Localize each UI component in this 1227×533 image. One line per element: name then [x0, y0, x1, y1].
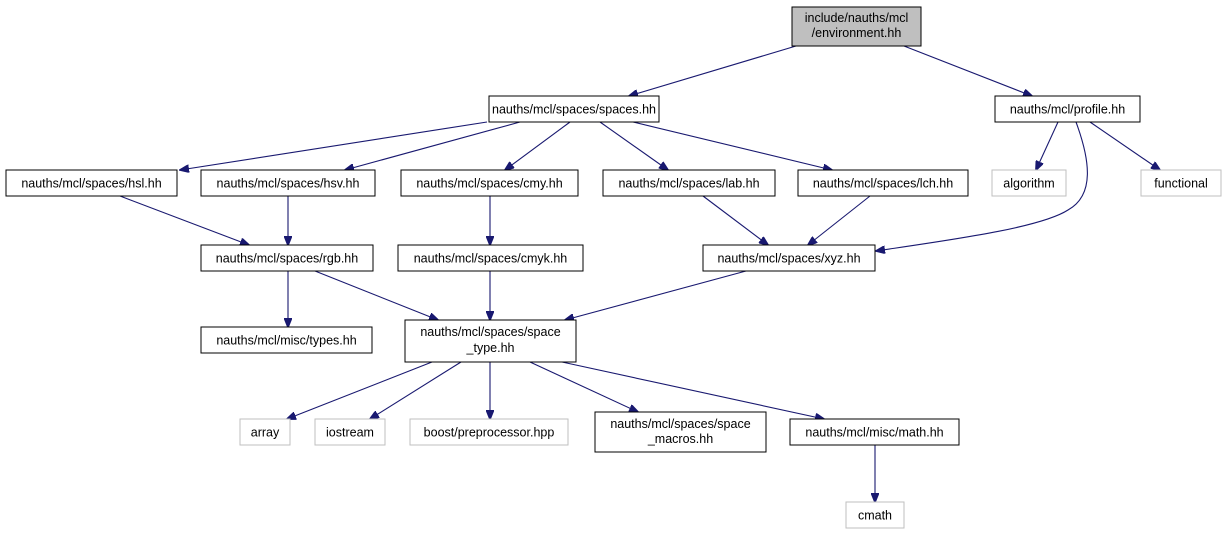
- node-boost-preprocessor[interactable]: boost/preprocessor.hpp: [409, 418, 569, 446]
- node-types-label: nauths/mcl/misc/types.hh: [216, 334, 356, 348]
- edge-lch-to-xyz: [808, 195, 871, 245]
- edge-hsl-to-rgb: [119, 195, 249, 245]
- node-cmath[interactable]: cmath: [845, 501, 905, 529]
- edge-xyz-to-spacetype: [565, 270, 747, 320]
- node-algorithm[interactable]: algorithm: [991, 169, 1067, 197]
- node-cmy-label: nauths/mcl/spaces/cmy.hh: [416, 177, 562, 191]
- node-functional-label: functional: [1154, 177, 1208, 191]
- edge-lab-to-xyz: [702, 195, 768, 245]
- node-cmyk-label: nauths/mcl/spaces/cmyk.hh: [414, 252, 568, 266]
- node-hsv-label: nauths/mcl/spaces/hsv.hh: [217, 177, 360, 191]
- node-profile-label: nauths/mcl/profile.hh: [1010, 103, 1125, 117]
- dependency-edges: [119, 45, 1160, 502]
- edge-spaces-to-hsl: [180, 121, 488, 170]
- edge-root-to-spaces: [629, 45, 797, 96]
- node-rgb[interactable]: nauths/mcl/spaces/rgb.hh: [200, 244, 374, 272]
- edge-profile-to-functional: [1089, 121, 1160, 170]
- node-hsv[interactable]: nauths/mcl/spaces/hsv.hh: [200, 169, 376, 197]
- node-spaces[interactable]: nauths/mcl/spaces/spaces.hh: [488, 95, 660, 123]
- node-types[interactable]: nauths/mcl/misc/types.hh: [200, 326, 373, 354]
- node-cmath-label: cmath: [858, 509, 892, 523]
- node-spaces-label: nauths/mcl/spaces/spaces.hh: [492, 103, 656, 117]
- node-hsl-label: nauths/mcl/spaces/hsl.hh: [21, 177, 161, 191]
- node-lch[interactable]: nauths/mcl/spaces/lch.hh: [797, 169, 969, 197]
- dependency-nodes: include/nauths/mcl /environment.hh nauth…: [5, 6, 1222, 529]
- node-math[interactable]: nauths/mcl/misc/math.hh: [789, 418, 960, 446]
- node-rgb-label: nauths/mcl/spaces/rgb.hh: [216, 252, 358, 266]
- node-space-type[interactable]: nauths/mcl/spaces/space _type.hh: [404, 319, 577, 363]
- node-lch-label: nauths/mcl/spaces/lch.hh: [813, 177, 953, 191]
- node-profile[interactable]: nauths/mcl/profile.hh: [994, 95, 1141, 123]
- edge-spacetype-to-iostream: [370, 361, 462, 419]
- node-array[interactable]: array: [239, 418, 291, 446]
- node-space-macros-line1: nauths/mcl/spaces/space: [610, 417, 750, 431]
- node-space-macros-line2: _macros.hh: [647, 432, 713, 446]
- edge-root-to-profile: [903, 45, 1032, 96]
- node-cmy[interactable]: nauths/mcl/spaces/cmy.hh: [400, 169, 579, 197]
- edge-profile-to-xyz: [876, 121, 1088, 251]
- edge-spaces-to-lab: [599, 121, 668, 170]
- node-root-environment[interactable]: include/nauths/mcl /environment.hh: [791, 6, 922, 47]
- node-algorithm-label: algorithm: [1003, 177, 1054, 191]
- edge-spacetype-to-spacemacros: [529, 361, 638, 412]
- node-boost-label: boost/preprocessor.hpp: [424, 426, 555, 440]
- node-iostream-label: iostream: [326, 426, 374, 440]
- node-space-macros[interactable]: nauths/mcl/spaces/space _macros.hh: [594, 411, 767, 453]
- edge-spacetype-to-array: [287, 361, 433, 419]
- node-root-line1: include/nauths/mcl: [805, 11, 909, 25]
- node-iostream[interactable]: iostream: [314, 418, 386, 446]
- edge-rgb-to-spacetype: [314, 270, 438, 320]
- edge-spaces-to-lch: [632, 121, 832, 170]
- node-lab[interactable]: nauths/mcl/spaces/lab.hh: [602, 169, 776, 197]
- edge-spaces-to-hsv: [345, 121, 521, 170]
- node-functional[interactable]: functional: [1140, 169, 1222, 197]
- edge-profile-to-algorithm: [1036, 121, 1059, 170]
- node-lab-label: nauths/mcl/spaces/lab.hh: [618, 177, 759, 191]
- node-root-line2: /environment.hh: [812, 26, 902, 40]
- node-xyz-label: nauths/mcl/spaces/xyz.hh: [717, 252, 860, 266]
- node-array-label: array: [251, 426, 280, 440]
- edge-spacetype-to-math: [561, 361, 824, 419]
- node-math-label: nauths/mcl/misc/math.hh: [805, 426, 943, 440]
- node-space-type-line1: nauths/mcl/spaces/space: [420, 325, 560, 339]
- node-hsl[interactable]: nauths/mcl/spaces/hsl.hh: [5, 169, 178, 197]
- node-cmyk[interactable]: nauths/mcl/spaces/cmyk.hh: [397, 244, 584, 272]
- edge-spaces-to-cmy: [505, 121, 571, 170]
- node-xyz[interactable]: nauths/mcl/spaces/xyz.hh: [702, 244, 876, 272]
- node-space-type-line2: _type.hh: [466, 341, 515, 355]
